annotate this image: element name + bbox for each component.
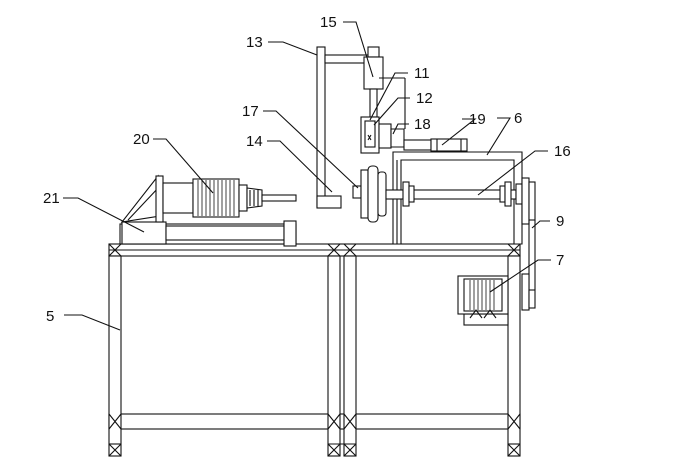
corner-braces [108, 243, 521, 457]
drill-bit [261, 194, 297, 202]
chuck-disc [367, 165, 379, 223]
label-11: 11 [414, 65, 430, 82]
label-9: 9 [556, 213, 564, 230]
label-21: 21 [43, 190, 60, 207]
label-5: 5 [46, 308, 54, 325]
label-12: 12 [416, 90, 433, 107]
post-foot [316, 195, 342, 209]
part-holder [403, 138, 468, 152]
bottom-rail [108, 413, 521, 430]
label-15: 15 [320, 14, 337, 31]
cylinder-end-cap [283, 220, 297, 247]
vertical-cylinder [360, 46, 406, 154]
cylinder-rod [165, 225, 285, 241]
upper-pulley [521, 177, 530, 225]
left-leg [108, 255, 122, 457]
motor-mount-plate [155, 175, 164, 223]
label-13: 13 [246, 34, 263, 51]
motor-body [192, 178, 240, 218]
drive-motor [457, 275, 509, 326]
label-19: 19 [469, 111, 486, 128]
cylinder-body [121, 221, 167, 245]
spindle-shaft [385, 181, 523, 207]
label-18: 18 [414, 116, 431, 133]
drill-motor [155, 175, 297, 223]
top-arm [324, 54, 371, 64]
label-7: 7 [556, 252, 564, 269]
label-14: 14 [246, 133, 263, 150]
right-leg [507, 255, 521, 457]
middle-leg-right [343, 255, 357, 457]
cylinder-barrel [363, 56, 384, 90]
vertical-post [316, 46, 371, 209]
lower-pulley [521, 273, 530, 311]
label-17: 17 [242, 103, 259, 120]
chuck-assembly [352, 165, 387, 223]
table-frame [108, 243, 521, 457]
pulley-belt [521, 177, 536, 311]
part-labels: 5 6 7 9 11 12 13 14 15 16 17 18 19 20 21 [43, 14, 571, 325]
leader-lines [63, 21, 551, 331]
label-6: 6 [514, 110, 522, 127]
slide-cylinder [119, 174, 297, 247]
middle-leg-left [327, 255, 341, 457]
label-20: 20 [133, 131, 150, 148]
support-post [316, 46, 326, 208]
label-16: 16 [554, 143, 571, 160]
clamp-cylinder-19 [430, 138, 468, 152]
